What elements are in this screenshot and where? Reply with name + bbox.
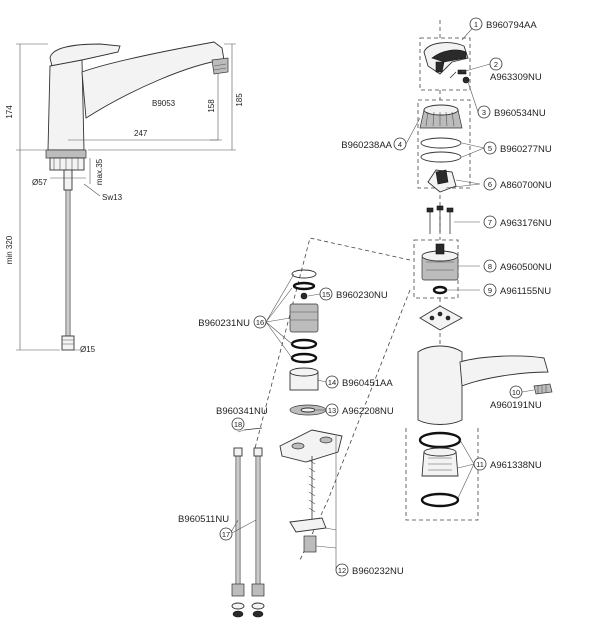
callout-3: 3 B960534NU xyxy=(477,105,546,119)
part-10-aerator xyxy=(533,383,553,395)
body-code-label: B9053 xyxy=(152,99,176,108)
dimension-base-diameter: Ø57 xyxy=(32,178,48,187)
callout-2: 2 A963309NU xyxy=(489,57,542,83)
callout-18-number: 18 xyxy=(234,420,242,429)
callout-8-number: 8 xyxy=(488,262,492,271)
part-17-flexible-hoses xyxy=(231,447,265,618)
callout-8: 8 A960500NU xyxy=(483,259,552,273)
callout-16-code: B960231NU xyxy=(198,318,250,329)
dimension-wrench-size: Sw13 xyxy=(102,193,123,202)
callout-17: 17 B960511NU xyxy=(178,514,233,541)
callout-14-code: B960451AA xyxy=(342,378,393,389)
dimension-hose-length: min 320 xyxy=(5,235,14,264)
callout-4-number: 4 xyxy=(398,140,402,149)
callout-11-number: 11 xyxy=(476,460,484,469)
callout-10-number: 10 xyxy=(512,388,520,397)
callout-5: 5 B960277NU xyxy=(483,141,552,155)
callout-3-number: 3 xyxy=(482,108,486,117)
callout-13: 13 A962208NU xyxy=(325,403,394,417)
faucet-body xyxy=(417,345,549,425)
callout-7-code: A963176NU xyxy=(500,218,552,229)
callout-9-code: A961155NU xyxy=(500,286,551,297)
callout-5-number: 5 xyxy=(488,144,492,153)
part-14-sleeve xyxy=(289,367,319,391)
part-6-adapter xyxy=(427,169,457,193)
callout-14-number: 14 xyxy=(328,378,336,387)
dimension-spout-reach: 247 xyxy=(134,129,148,138)
dimension-total-height: 174 xyxy=(5,105,14,119)
part-16-spacer-set xyxy=(289,269,319,364)
part-5-o-rings xyxy=(420,137,462,163)
callout-1: 1 B960794AA xyxy=(469,17,537,31)
part-1-lever-handle xyxy=(423,42,469,75)
dimension-hose-diameter: Ø15 xyxy=(80,345,96,354)
callout-2-number: 2 xyxy=(494,60,498,69)
cartridge-base-plate xyxy=(419,305,463,331)
callout-11-code: A961338NU xyxy=(490,460,542,471)
part-7-bolts xyxy=(426,205,454,234)
part-9-seal xyxy=(432,285,448,295)
callout-12-code: B960232NU xyxy=(352,566,404,577)
callout-16: 16 B960231NU xyxy=(198,315,267,329)
callout-6: 6 A860700NU xyxy=(483,177,552,191)
part-13-washer xyxy=(289,404,327,416)
part-4-cover xyxy=(419,104,463,129)
callout-9-number: 9 xyxy=(488,286,492,295)
callout-13-number: 13 xyxy=(328,406,336,415)
callout-1-code: B960794AA xyxy=(486,20,537,31)
dimension-overall-height: 185 xyxy=(235,93,244,107)
dimension-spout-height: 158 xyxy=(207,99,216,113)
callout-10-code: A960191NU xyxy=(490,400,542,411)
callout-15-code: B960230NU xyxy=(336,290,388,301)
callout-18: 18 B960341NU xyxy=(216,406,268,431)
dimension-max-deck: max.35 xyxy=(95,158,104,185)
callout-2-code: A963309NU xyxy=(490,72,542,83)
callout-16-number: 16 xyxy=(256,318,264,327)
callout-6-code: A860700NU xyxy=(500,180,552,191)
callout-5-code: B960277NU xyxy=(500,144,552,155)
callout-8-code: A960500NU xyxy=(500,262,552,273)
callout-12-number: 12 xyxy=(338,566,346,575)
callout-15: 15 B960230NU xyxy=(319,287,388,301)
callout-17-code: B960511NU xyxy=(178,514,229,525)
part-11-base-set xyxy=(418,431,462,508)
part-18-gasket xyxy=(243,427,263,431)
callout-leaders xyxy=(229,23,535,570)
callout-9: 9 A961155NU xyxy=(483,283,551,297)
callout-12: 12 B960232NU xyxy=(335,563,404,577)
callout-1-number: 1 xyxy=(474,20,478,29)
faucet-side-view xyxy=(16,41,236,351)
part-3-cap xyxy=(462,76,470,84)
part-8-cartridge xyxy=(421,243,459,281)
callout-18-code: B960341NU xyxy=(216,406,268,417)
callout-7-number: 7 xyxy=(488,218,492,227)
callout-14: 14 B960451AA xyxy=(325,375,393,389)
callout-15-number: 15 xyxy=(322,290,330,299)
callout-3-code: B960534NU xyxy=(494,108,546,119)
part-12-mounting-set xyxy=(279,429,343,553)
callout-4: 4 B960238AA xyxy=(341,137,407,151)
callout-11: 11 A961338NU xyxy=(473,457,542,471)
callout-4-code: B960238AA xyxy=(341,140,392,151)
callout-17-number: 17 xyxy=(222,530,230,539)
callout-6-number: 6 xyxy=(488,180,492,189)
callout-7: 7 A963176NU xyxy=(483,215,552,229)
part-2-set-screw xyxy=(449,69,467,79)
callout-10: 10 A960191NU xyxy=(490,385,542,411)
callout-13-code: A962208NU xyxy=(342,406,394,417)
